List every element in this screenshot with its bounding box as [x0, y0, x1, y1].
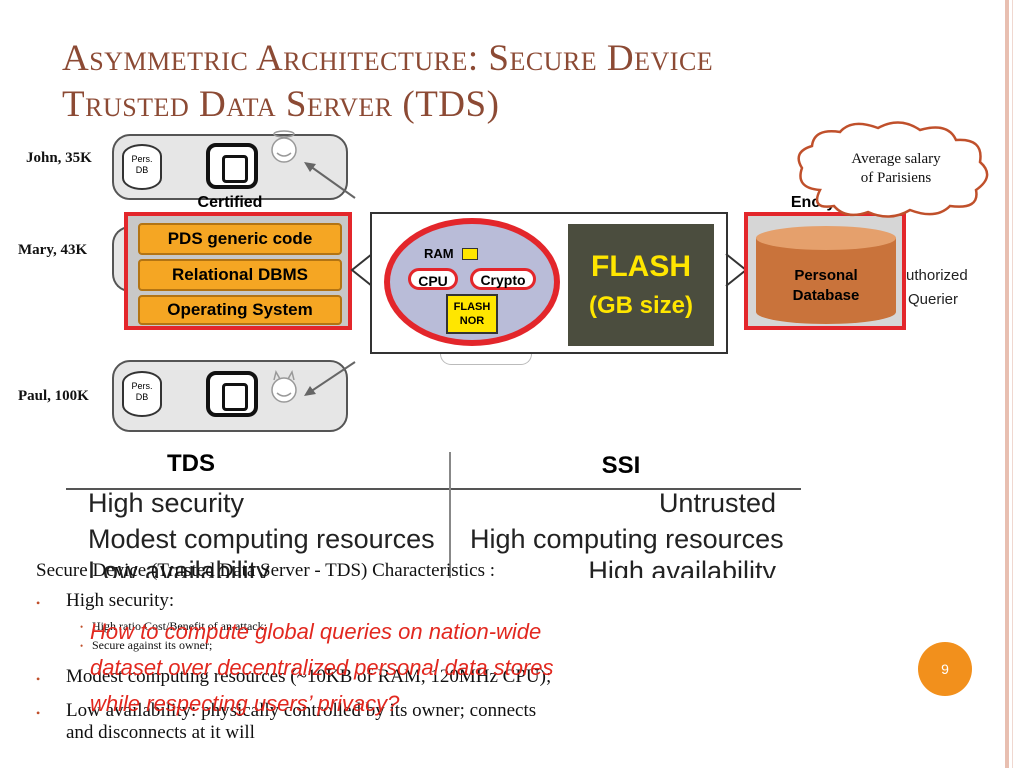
user-label-john: John, 35K [26, 150, 92, 166]
db-label: Pers. [131, 381, 153, 391]
arrow-icon [304, 361, 356, 396]
comparison-table: TDS SSI High security Untrusted Modest c… [66, 448, 801, 578]
question-line: How to compute global queries on nation-… [90, 619, 542, 644]
sub-bullet: High ratio Cost/Benefit of an attack; [92, 619, 267, 633]
table-cell: Low availability [88, 556, 270, 578]
personal-db-icon: Pers. DB [122, 144, 162, 190]
bullet-marker: • [36, 706, 41, 720]
architecture-diagram: John, 35K Pers. DB Mary, 43K Paul, 100K … [0, 120, 1000, 440]
title-line-1: Asymmetric Architecture: Secure Device [62, 38, 714, 79]
personal-database-label: Personal Database [756, 266, 896, 306]
db-line: Personal [794, 267, 858, 284]
flash-label: FLASH [591, 250, 691, 283]
table-column-divider [449, 452, 451, 578]
pds-code-block: PDS generic code [138, 223, 342, 255]
table-header-rule [66, 488, 801, 490]
table-cell: High security [88, 488, 245, 518]
authorized-querier-label: uthorized Querier [906, 264, 968, 312]
flash-nor-label: FLASH [453, 301, 491, 313]
gb-size-label: (GB size) [588, 292, 693, 319]
crypto-chip: Crypto [470, 268, 536, 290]
cloud-line: Average salary [851, 151, 941, 167]
table-cell: High availability [588, 556, 776, 578]
bullet-marker: • [80, 641, 84, 651]
bullet-marker: • [36, 596, 41, 610]
slide-border-inner [1012, 0, 1013, 768]
question-line: dataset over decentralized personal data… [90, 655, 554, 680]
cloud-line: of Parisiens [860, 170, 932, 186]
title-line-2: Trusted Data Server (TDS) [62, 84, 500, 125]
characteristics-intro: Secure Device (Trusted Data Server - TDS… [36, 560, 496, 581]
devil-face-icon [271, 370, 297, 403]
thought-cloud [797, 121, 989, 218]
page-number-badge: 9 [918, 642, 972, 696]
certified-header: Certified [197, 194, 263, 211]
db-line: Database [792, 287, 860, 304]
db-label: DB [135, 392, 149, 402]
angel-face-icon [271, 130, 297, 163]
table-cell: High computing resources [470, 524, 784, 554]
cloud-text: Average salary of Parisiens [820, 150, 972, 188]
bullet-availability-cont: and disconnects at it will [66, 722, 255, 743]
querier-line: uthorized [906, 267, 968, 284]
os-block: Operating System [138, 295, 342, 325]
db-label: Pers. [131, 154, 153, 164]
ram-icon [462, 248, 478, 260]
flash-nor-label: NOR [459, 315, 485, 327]
secure-chip-panel: RAM CPU Crypto FLASH NOR FLASH (GB size) [370, 212, 728, 354]
ram-label: RAM [424, 246, 454, 261]
arrow-icon [304, 162, 356, 199]
slide-title: Asymmetric Architecture: Secure Device T… [62, 36, 942, 128]
bullet-availability: Low availability: physically controlled … [66, 700, 537, 721]
cpu-chip: CPU [408, 268, 458, 290]
user-label-paul: Paul, 100K [18, 388, 89, 404]
bullet-marker: • [80, 622, 84, 632]
personal-db-icon: Pers. DB [122, 371, 162, 417]
bullet-marker: • [36, 672, 41, 686]
encrypted-storage: Personal Database [744, 212, 906, 330]
question-line: while respecting users’ privacy? [90, 691, 400, 716]
personal-database-icon: Personal Database [756, 226, 896, 324]
chip-icon [206, 143, 258, 189]
chip-shadow [440, 354, 532, 365]
user-device-paul: Pers. DB [112, 360, 348, 432]
flash-memory-photo: FLASH (GB size) [568, 224, 714, 346]
certified-software-stack: PDS generic code Relational DBMS Operati… [124, 212, 352, 330]
db-label: DB [135, 165, 149, 175]
dbms-block: Relational DBMS [138, 259, 342, 291]
table-cell: Untrusted [658, 488, 776, 518]
table-cell: Modest computing resources [88, 524, 435, 554]
bullet-high-security: High security: [66, 590, 175, 611]
research-question: How to compute global queries on nation-… [90, 614, 730, 722]
chip-core: RAM CPU Crypto FLASH NOR [384, 218, 560, 346]
slide-border [1005, 0, 1009, 768]
querier-line: Querier [908, 291, 959, 308]
bullet-computing-resources: Modest computing resources (~10KB of RAM… [66, 666, 552, 687]
flash-nor-block: FLASH NOR [446, 294, 498, 334]
sub-bullet: Secure against its owner; [92, 638, 213, 652]
chip-icon [206, 371, 258, 417]
connector-left [350, 253, 373, 287]
user-label-mary: Mary, 43K [18, 242, 88, 258]
table-header-tds: TDS [167, 450, 215, 477]
table-header-ssi: SSI [601, 452, 641, 479]
